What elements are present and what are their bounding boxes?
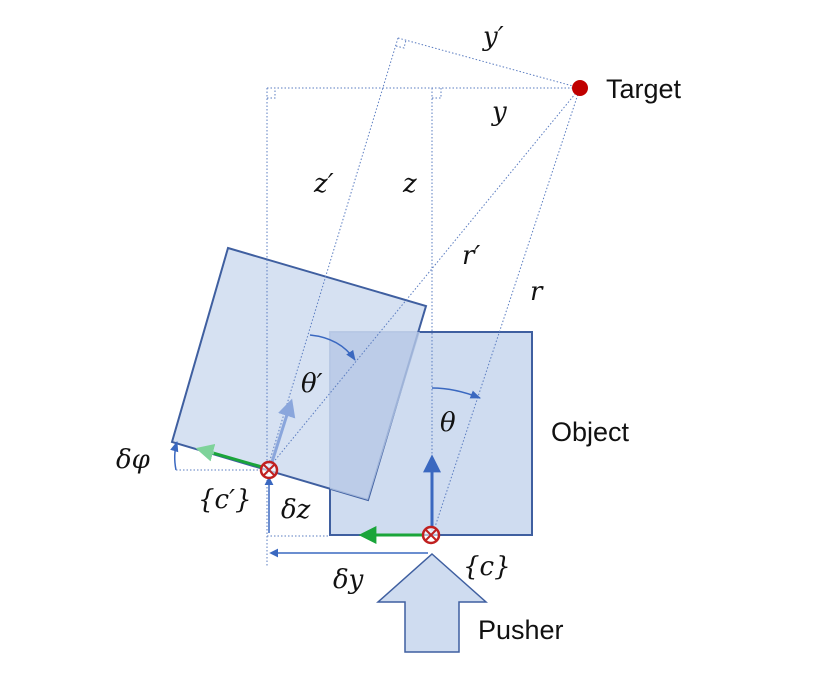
theta-arc [431, 387, 481, 399]
delta-z-label: δz [281, 495, 311, 525]
r-prime-label: r′ [462, 241, 480, 271]
theta-prime-arc [309, 334, 356, 361]
target-label: Target [606, 74, 682, 104]
target-point [572, 80, 588, 96]
contact-point-c [421, 525, 441, 545]
delta-phi-label: δφ [116, 445, 151, 475]
theta-label: θ [440, 408, 456, 438]
pusher-label: Pusher [478, 615, 564, 645]
right-angle-left [267, 88, 276, 99]
frame-c-prime-z-axis [270, 398, 296, 463]
contact-point-c-prime [259, 460, 279, 480]
construction-lines [266, 37, 581, 566]
r-line [431, 87, 581, 537]
object-label: Object [551, 417, 630, 447]
r-label: r [530, 277, 544, 307]
right-angle-right [432, 88, 442, 99]
z-label: z [402, 169, 417, 199]
theta-prime-label: θ′ [301, 369, 323, 399]
y-label: y [491, 97, 507, 127]
pusher-arrow [376, 552, 488, 653]
frame-c-label: {c} [463, 552, 511, 582]
z-prime-label: z′ [313, 169, 334, 199]
right-angle-top [395, 39, 407, 49]
frame-c-prime-y-arrowhead [195, 444, 216, 462]
delta-phi-arc [170, 440, 179, 471]
object-overlap [330, 332, 420, 500]
frame-c-prime-label: {c′} [198, 485, 252, 515]
y-prime-label: y′ [482, 22, 504, 52]
delta-y-label: δy [333, 565, 364, 595]
